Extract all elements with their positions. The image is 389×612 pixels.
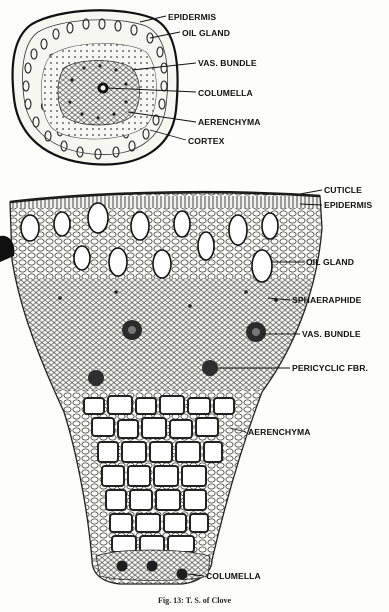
detail-label-oil-gland: OIL GLAND bbox=[306, 257, 354, 267]
inset-label-columella: COLUMELLA bbox=[198, 88, 253, 98]
detail-label-epidermis: EPIDERMIS bbox=[324, 200, 372, 210]
inset-label-epidermis: EPIDERMIS bbox=[168, 12, 216, 22]
detail-label-cuticle: CUTICLE bbox=[324, 185, 362, 195]
detail-label-sphaeraphide: SPHAERAPHIDE bbox=[292, 295, 362, 305]
inset-label-cortex: CORTEX bbox=[188, 136, 225, 146]
inset-label-oil-gland: OIL GLAND bbox=[182, 28, 230, 38]
detail-label-columella: COLUMELLA bbox=[206, 571, 261, 581]
detail-label-vas-bundle: VAS. BUNDLE bbox=[302, 329, 361, 339]
detail-sector: CUTICLE EPIDERMIS OIL GLAND SPHAERAPHIDE… bbox=[0, 185, 372, 586]
figure-caption: Fig. 13: T. S. of Clove bbox=[0, 596, 389, 605]
detail-label-aerenchyma: AERENCHYMA bbox=[248, 427, 311, 437]
inset-label-aerenchyma: AERENCHYMA bbox=[198, 117, 261, 127]
inset-cross-section: EPIDERMIS OIL GLAND VAS. BUNDLE COLUMELL… bbox=[13, 10, 261, 164]
inset-aerenchyma bbox=[58, 61, 140, 126]
detail-label-pericyclic-fibre: PERICYCLIC FBR. bbox=[292, 363, 368, 373]
inset-label-vas-bundle: VAS. BUNDLE bbox=[198, 58, 257, 68]
